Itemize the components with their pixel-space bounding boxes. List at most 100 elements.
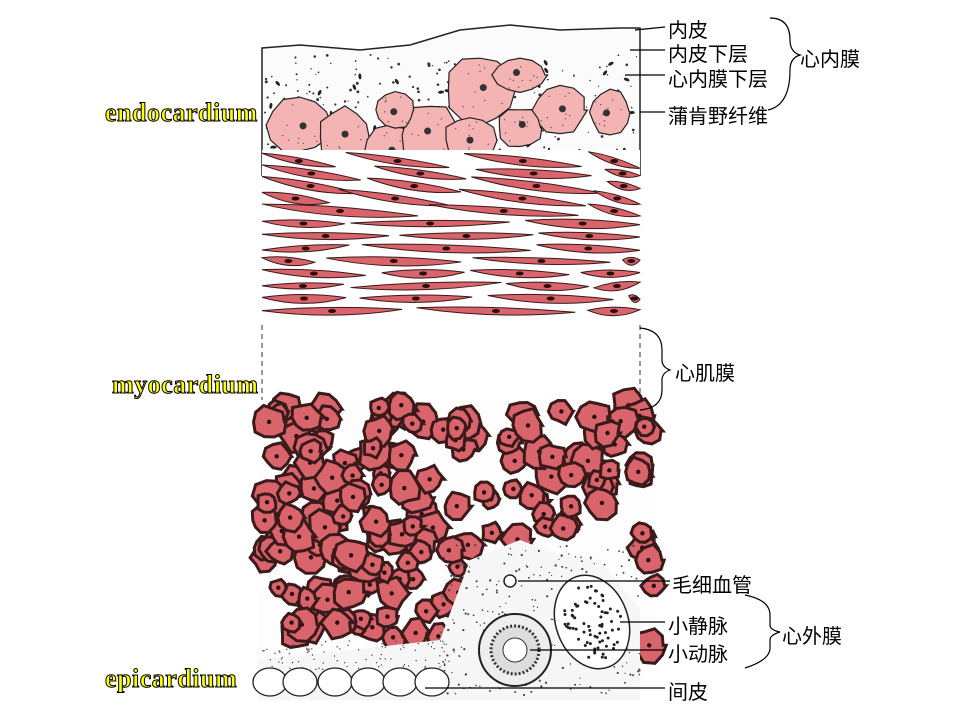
muscle-cross-nucleus xyxy=(419,550,423,554)
stipple-dot xyxy=(443,651,444,652)
muscle-cross-nucleus xyxy=(350,473,354,477)
stipple-dot xyxy=(370,54,372,56)
stipple-dot xyxy=(308,84,310,86)
stipple-dot xyxy=(446,644,447,645)
stipple-dot xyxy=(533,606,534,607)
stipple-dot xyxy=(594,563,595,564)
purkinje-stipple xyxy=(568,93,569,94)
label-myocardium: myocardium xyxy=(112,370,259,400)
purkinje-stipple xyxy=(550,127,551,128)
muscle-nucleus xyxy=(630,297,638,301)
stipple-dot xyxy=(273,92,275,94)
stipple-dot xyxy=(613,666,615,668)
blood-cell xyxy=(611,629,614,632)
annotation-subendocardial-layer: 心内膜下层 xyxy=(668,63,768,92)
stipple-dot xyxy=(379,83,381,85)
muscle-nucleus xyxy=(394,159,402,163)
stipple-dot xyxy=(446,62,448,64)
stipple-dot xyxy=(617,672,619,674)
stipple-dot xyxy=(438,663,439,664)
muscle-cross-nucleus xyxy=(297,534,301,538)
stipple-dot xyxy=(380,658,381,659)
stipple-dot xyxy=(514,96,517,99)
muscle-nucleus xyxy=(299,222,307,226)
purkinje-stipple xyxy=(602,114,603,115)
blood-cell xyxy=(572,627,575,630)
stipple-dot xyxy=(354,74,355,75)
muscle-cross-nucleus xyxy=(349,553,353,557)
purkinje-stipple xyxy=(386,132,387,133)
purkinje-stipple xyxy=(501,103,502,104)
stipple-dot xyxy=(601,692,603,694)
stipple-dot xyxy=(621,565,623,567)
stipple-dot xyxy=(433,648,434,649)
stipple-dot xyxy=(607,549,609,551)
stipple-dot xyxy=(334,655,335,656)
stipple-dot xyxy=(637,595,639,597)
stipple-dot xyxy=(477,557,479,559)
purkinje-stipple xyxy=(520,66,521,67)
blood-cell xyxy=(586,586,589,589)
muscle-cross-nucleus xyxy=(335,498,339,502)
stipple-dot xyxy=(561,554,563,556)
stipple-dot xyxy=(322,668,323,669)
blood-cell xyxy=(563,609,566,612)
stipple-dot xyxy=(323,662,324,663)
stipple-dot xyxy=(300,646,301,647)
muscle-cross-nucleus xyxy=(359,617,363,621)
stipple-dot xyxy=(344,100,346,102)
muscle-nucleus xyxy=(300,297,308,301)
stipple-dot xyxy=(489,690,491,692)
blood-cell xyxy=(597,605,600,608)
blood-cell xyxy=(601,656,604,659)
stipple-dot xyxy=(455,693,457,695)
muscle-nucleus xyxy=(302,247,310,251)
stipple-dot xyxy=(264,111,266,113)
stipple-dot xyxy=(296,79,297,80)
purkinje-stipple xyxy=(316,141,317,142)
stipple-dot xyxy=(636,56,637,57)
muscle-cross-nucleus xyxy=(308,449,312,453)
muscle-cross-nucleus xyxy=(402,486,406,490)
stipple-dot xyxy=(427,62,430,65)
blood-cell xyxy=(617,628,620,631)
muscle-cross-nucleus xyxy=(549,474,553,478)
muscle-nucleus xyxy=(585,234,593,238)
annotation-capillary: 毛细血管 xyxy=(672,569,752,598)
stipple-dot xyxy=(402,645,403,646)
stipple-dot xyxy=(336,646,337,647)
blood-cell xyxy=(602,599,605,602)
muscle-nucleus xyxy=(284,259,292,263)
stipple-dot xyxy=(266,96,268,98)
muscle-nucleus xyxy=(610,209,618,213)
stipple-dot xyxy=(486,588,488,590)
muscle-nucleus xyxy=(419,272,427,276)
annotation-arteriole: 小动脉 xyxy=(668,638,728,667)
muscle-nucleus xyxy=(492,309,500,313)
mesothelial-cell xyxy=(351,668,385,696)
purkinje-stipple xyxy=(504,119,505,120)
purkinje-stipple xyxy=(469,125,470,126)
stipple-dot xyxy=(534,92,535,93)
stipple-dot xyxy=(624,682,626,684)
stipple-dot xyxy=(465,565,467,567)
stipple-dot xyxy=(508,553,510,555)
stipple-dot xyxy=(632,545,634,547)
stipple-dot xyxy=(436,72,438,74)
purkinje-stipple xyxy=(595,101,596,102)
muscle-nucleus xyxy=(619,172,627,176)
stipple-dot xyxy=(595,95,597,97)
stipple-dot xyxy=(555,564,557,566)
stipple-dot xyxy=(319,97,321,99)
purkinje-stipple xyxy=(599,123,600,124)
stipple-dot xyxy=(321,644,322,645)
stipple-dot xyxy=(554,136,556,138)
stipple-dot xyxy=(445,659,446,660)
muscle-nucleus xyxy=(410,184,418,188)
stipple-dot xyxy=(636,578,638,580)
stipple-dot xyxy=(381,664,382,665)
label-epicardium: epicardium xyxy=(105,664,237,694)
stipple-dot xyxy=(441,647,442,648)
purkinje-stipple xyxy=(565,95,566,96)
stipple-dot xyxy=(281,658,282,659)
